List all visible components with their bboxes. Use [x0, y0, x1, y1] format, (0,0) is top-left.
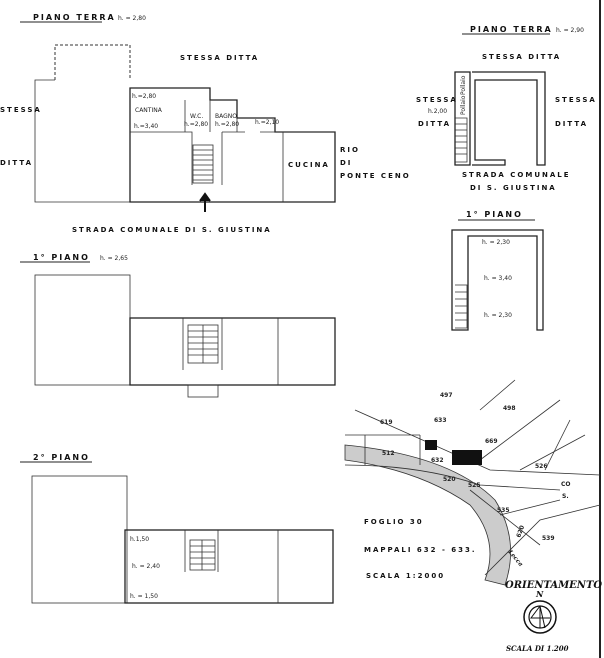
height-label: h.=2,80 — [215, 121, 239, 128]
interior-walls — [130, 100, 335, 202]
boundary-label-south: DI S. GIUSTINA — [470, 184, 557, 192]
building-633 — [425, 440, 437, 450]
parcel-label: 632 — [431, 457, 444, 464]
parcel-boundaries — [344, 379, 601, 576]
parcel-label: 669 — [485, 438, 498, 445]
entrance-arrow-icon — [199, 192, 211, 212]
room-wc: W.C. — [190, 113, 203, 120]
annex-first-title: 1° PIANO — [466, 210, 523, 219]
boundary-label-west: STESSA — [416, 96, 458, 104]
parcel-label: 520 — [443, 476, 456, 483]
foglio-label: FOGLIO 30 — [364, 518, 424, 526]
balcony — [187, 384, 219, 398]
height-label: h.1,50 — [130, 536, 149, 543]
staircase — [187, 324, 219, 364]
height-label: h. = 2,40 — [132, 563, 160, 570]
parcel-label: 620 — [515, 525, 526, 539]
building-outline — [124, 529, 334, 604]
annex-outline — [454, 71, 546, 166]
parcel-label: 525 — [468, 482, 481, 489]
boundary-label-west: DITTA — [0, 159, 33, 167]
cadastral-map: 497 498 619 633 669 512 632 526 520 525 … — [344, 379, 601, 586]
boundary-label-east: RIO — [340, 146, 360, 154]
boundary-label-north: STESSA DITTA — [482, 53, 561, 61]
annex-outline — [451, 229, 544, 331]
parcel-label: 535 — [497, 507, 510, 514]
staircase — [189, 539, 216, 571]
annex-ground-height: h. = 2,90 — [556, 27, 584, 34]
neighbour-outline — [54, 44, 131, 80]
parcel-label: 539 — [542, 535, 555, 542]
boundary-label-north: STESSA DITTA — [180, 54, 259, 62]
river-lecca — [344, 444, 511, 586]
height-label: h.=3,40 — [134, 123, 158, 130]
parcel-label: 498 — [503, 405, 516, 412]
room-bagno: BAGNO — [215, 113, 237, 120]
boundary-label-south: STRADA COMUNALE DI S. GIUSTINA — [72, 226, 272, 234]
building-outline — [129, 317, 336, 386]
room-pollaio: Pollaio — [460, 95, 467, 115]
parcel-label: S. — [562, 493, 569, 500]
plan-scale-label: SCALA DI 1.200 — [506, 644, 569, 653]
height-label: h. = 3,40 — [484, 275, 512, 282]
parcel-label: 526 — [535, 463, 548, 470]
first-floor-title: 1° PIANO — [33, 253, 90, 262]
parcel-label: 512 — [382, 450, 395, 457]
height-label: h.=2,10 — [255, 119, 279, 126]
building-632 — [452, 450, 482, 465]
first-floor-height: h. = 2,65 — [100, 255, 128, 262]
building-outline — [129, 87, 336, 203]
parcel-label: CO — [561, 481, 571, 488]
neighbour-outline — [34, 79, 130, 203]
map-scale-label: SCALA 1:2000 — [366, 572, 445, 580]
annex-first-floor-plan: 1° PIANO h. = 2,30 h. = 3,40 h. = 2,30 — [451, 210, 544, 331]
boundary-label-east: PONTE CENO — [340, 172, 411, 180]
staircase — [192, 144, 214, 184]
room-cantina: CANTINA — [135, 107, 163, 114]
ground-floor-plan: PIANO TERRA h. = 2,80 CANTINA h.=2,80 h.… — [0, 13, 411, 234]
boundary-label-west: STESSA — [0, 106, 42, 114]
interior-walls — [182, 318, 279, 385]
neighbour-outline — [34, 274, 131, 386]
height-label: h. = 2,30 — [484, 312, 512, 319]
room-pollaio: Pollaio — [460, 75, 467, 95]
ground-floor-height: h. = 2,80 — [118, 15, 146, 22]
height-label: h.2,00 — [428, 108, 447, 115]
boundary-label-east: DI — [340, 159, 352, 167]
boundary-label-west: DITTA — [418, 120, 451, 128]
boundary-label-south: STRADA COMUNALE — [462, 171, 571, 179]
parcel-label: 633 — [434, 417, 447, 424]
interior-walls — [184, 530, 279, 603]
compass-icon — [523, 600, 557, 634]
mappali-label: MAPPALI 632 - 633. — [364, 546, 477, 554]
staircase — [455, 284, 468, 329]
second-floor-plan: 2° PIANO h.1,50 h. = 2,40 h. = 1,50 — [20, 453, 334, 604]
height-label: h.=2,80 — [184, 121, 208, 128]
annex-ground-title: PIANO TERRA — [470, 25, 553, 34]
parcel-label: 619 — [380, 419, 393, 426]
second-floor-title: 2° PIANO — [33, 453, 90, 462]
height-label: h. = 1,50 — [130, 593, 158, 600]
annex-ground-floor-plan: PIANO TERRA h. = 2,90 STESSA DITTA h.2,0… — [416, 25, 597, 192]
neighbour-outline — [31, 475, 128, 604]
ground-floor-title: PIANO TERRA — [33, 13, 116, 22]
boundary-label-east: STESSA — [555, 96, 597, 104]
north-label: N — [535, 589, 544, 599]
parcel-label: 497 — [440, 392, 453, 399]
room-cucina: CUCINA — [288, 161, 330, 169]
height-label: h.=2,80 — [132, 93, 156, 100]
boundary-label-east: DITTA — [555, 120, 588, 128]
orientation-compass: ORIENTAMENTO N SCALA DI 1.200 — [505, 580, 602, 653]
height-label: h. = 2,30 — [482, 239, 510, 246]
staircase — [455, 117, 468, 163]
orientation-label: ORIENTAMENTO — [505, 580, 602, 591]
first-floor-plan: 1° PIANO h. = 2,65 — [20, 253, 336, 398]
